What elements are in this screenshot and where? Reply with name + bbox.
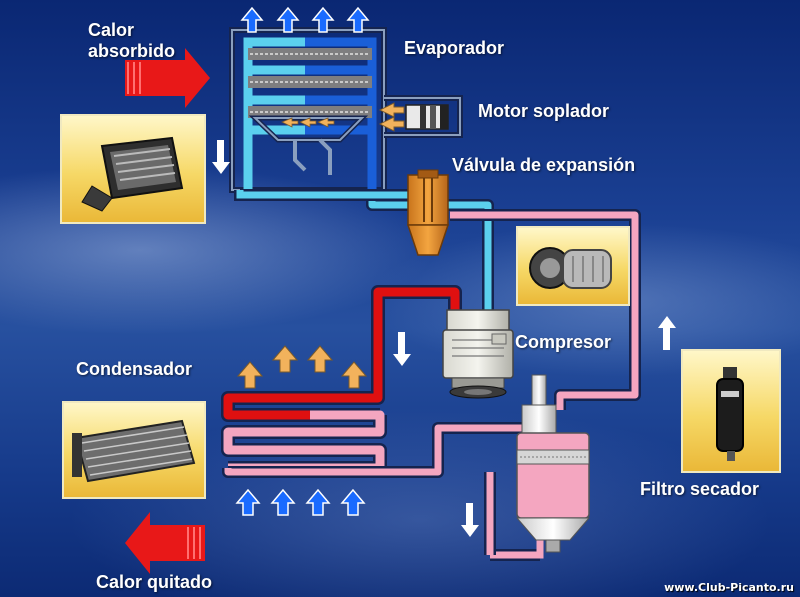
drain-tray — [248, 115, 369, 175]
evaporator-photo — [60, 114, 206, 224]
compressor-label: Compresor — [515, 332, 612, 352]
evaporator-coil — [243, 37, 377, 195]
internal-airflow-arrows — [281, 117, 335, 128]
expansion-valve-label: Válvula de expansión — [452, 155, 636, 175]
blower-motor — [378, 102, 449, 132]
filter-dryer-icon — [716, 367, 744, 461]
filter-dryer-photo — [681, 349, 781, 473]
cool-air-in-arrows — [235, 488, 366, 516]
evaporator-label: Evaporador — [404, 38, 505, 58]
condenser-photo — [62, 401, 206, 499]
blower-motor-label: Motor soplador — [478, 101, 609, 121]
watermark: www.Club-Picanto.ru — [664, 581, 794, 594]
condenser-icon — [72, 419, 196, 483]
warm-air-out-arrows — [236, 345, 368, 389]
filter-dryer — [515, 374, 591, 553]
evaporator-unit-icon — [81, 136, 184, 212]
compressor-photo — [516, 226, 630, 306]
condenser-coil — [221, 410, 387, 475]
condenser-label: Condensador — [76, 359, 193, 379]
heat-absorbed-arrow — [125, 48, 210, 108]
filter-dryer-label: Filtro secador — [640, 479, 760, 499]
heat-removed-arrow — [125, 512, 205, 574]
cool-air-out-arrows — [240, 6, 370, 33]
expansion-valve — [406, 169, 450, 256]
compressor — [442, 309, 514, 399]
heat-removed-label: Calor quitado — [96, 572, 212, 592]
flow-direction-arrows — [212, 140, 676, 537]
heat-absorbed-label: Calor absorbido — [88, 20, 176, 61]
compressor-icon — [529, 247, 612, 289]
